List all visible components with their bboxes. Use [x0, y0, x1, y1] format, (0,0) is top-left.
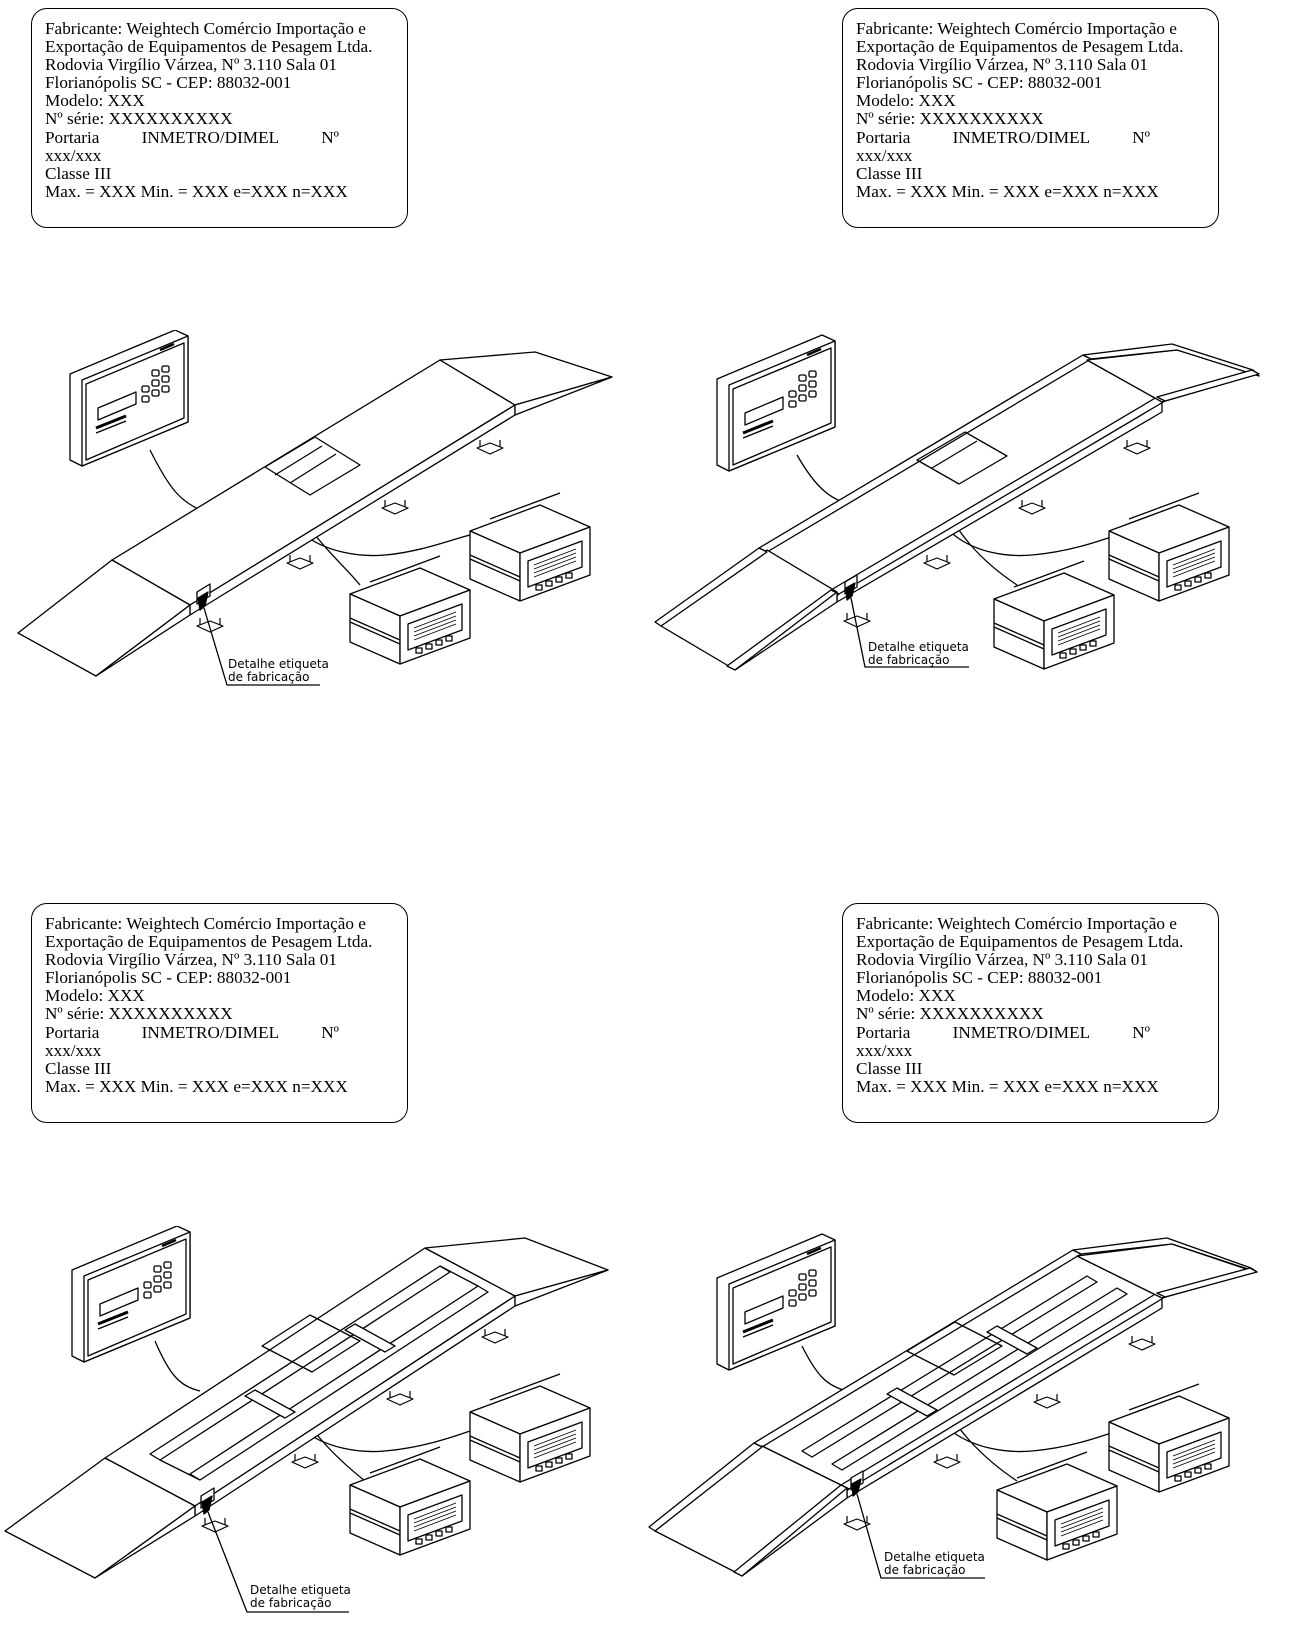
scale-diagram-1: [17, 330, 613, 686]
support-foot: [933, 1453, 961, 1469]
scale-diagram-2: [654, 333, 1260, 671]
label-serial: Nº série: XXXXXXXXXX: [45, 1004, 233, 1024]
label-serial: Nº série: XXXXXXXXXX: [856, 1004, 1044, 1024]
label-portaria-number: xxx/xxx: [856, 145, 913, 165]
label-class: Classe III: [856, 1058, 923, 1078]
label-manufacturer-2: Exportação de Equipamentos de Pesagem Lt…: [45, 37, 373, 57]
label-portaria-number: xxx/xxx: [45, 145, 102, 165]
support-foot: [291, 1453, 319, 1469]
label-portaria-number: xxx/xxx: [856, 1040, 913, 1060]
label-address: Rodovia Virgílio Várzea, Nº 3.110 Sala 0…: [45, 55, 337, 75]
junction-box: [349, 1446, 471, 1556]
platform-center-section: [264, 436, 361, 496]
label-address: Rodovia Virgílio Várzea, Nº 3.110 Sala 0…: [45, 950, 337, 970]
callout-leader: [203, 607, 320, 686]
frame-rail: [149, 1265, 451, 1461]
weighing-indicator: [715, 1232, 837, 1372]
callout-leader: [856, 1493, 985, 1579]
fabrication-label-3: Fabricante: Weightech Comércio Importaçã…: [31, 903, 408, 1123]
label-range: Max. = XXX Min. = XXX e=XXX n=XXX: [856, 181, 1159, 201]
label-portaria-number: xxx/xxx: [45, 1040, 102, 1060]
label-manufacturer: Fabricante: Weightech Comércio Importaçã…: [45, 19, 366, 38]
label-manufacturer: Fabricante: Weightech Comércio Importaçã…: [856, 914, 1177, 933]
label-address: Rodovia Virgílio Várzea, Nº 3.110 Sala 0…: [856, 950, 1148, 970]
label-city: Florianópolis SC - CEP: 88032-001: [45, 73, 292, 93]
cable: [149, 449, 201, 511]
label-range: Max. = XXX Min. = XXX e=XXX n=XXX: [45, 181, 348, 201]
support-foot: [923, 554, 951, 570]
support-foot: [1018, 499, 1046, 515]
support-foot: [481, 1328, 509, 1344]
scale-diagram-4: [648, 1232, 1258, 1579]
fabrication-label-2: Fabricante: Weightech Comércio Importaçã…: [842, 8, 1219, 228]
callout-leader: [850, 597, 969, 668]
junction-box: [1108, 492, 1230, 602]
label-serial: Nº série: XXXXXXXXXX: [856, 109, 1044, 129]
label-model: Modelo: XXX: [856, 986, 956, 1006]
support-foot: [381, 499, 409, 515]
label-model: Modelo: XXX: [856, 91, 956, 111]
support-foot: [476, 439, 504, 455]
label-range: Max. = XXX Min. = XXX e=XXX n=XXX: [856, 1076, 1159, 1096]
fabrication-label-4: Fabricante: Weightech Comércio Importaçã…: [842, 903, 1219, 1123]
label-manufacturer-2: Exportação de Equipamentos de Pesagem Lt…: [856, 37, 1184, 57]
label-class: Classe III: [856, 163, 923, 183]
junction-box: [993, 560, 1115, 670]
junction-box: [469, 492, 591, 602]
label-model: Modelo: XXX: [45, 91, 145, 111]
junction-box: [349, 555, 471, 665]
label-manufacturer-2: Exportação de Equipamentos de Pesagem Lt…: [45, 932, 373, 952]
junction-box: [469, 1373, 591, 1483]
label-range: Max. = XXX Min. = XXX e=XXX n=XXX: [45, 1076, 348, 1096]
callout-leader: [207, 1511, 349, 1613]
label-manufacturer: Fabricante: Weightech Comércio Importaçã…: [856, 19, 1177, 38]
support-foot: [386, 1390, 414, 1406]
support-foot: [1033, 1393, 1061, 1409]
label-class: Classe III: [45, 163, 112, 183]
weighing-indicator: [715, 333, 837, 473]
label-city: Florianópolis SC - CEP: 88032-001: [45, 968, 292, 988]
label-manufacturer-2: Exportação de Equipamentos de Pesagem Lt…: [856, 932, 1184, 952]
label-class: Classe III: [45, 1058, 112, 1078]
label-serial: Nº série: XXXXXXXXXX: [45, 109, 233, 129]
label-address: Rodovia Virgílio Várzea, Nº 3.110 Sala 0…: [856, 55, 1148, 75]
support-foot: [1128, 1335, 1156, 1351]
label-manufacturer: Fabricante: Weightech Comércio Importaçã…: [45, 914, 366, 933]
label-city: Florianópolis SC - CEP: 88032-001: [856, 968, 1103, 988]
weighing-indicator: [70, 1226, 192, 1364]
fabrication-label-1: Fabricante: Weightech Comércio Importaçã…: [31, 8, 408, 228]
label-model: Modelo: XXX: [45, 986, 145, 1006]
support-foot: [1123, 439, 1151, 455]
junction-box: [996, 1451, 1118, 1561]
junction-box: [1108, 1383, 1230, 1493]
support-foot: [286, 554, 314, 570]
label-city: Florianópolis SC - CEP: 88032-001: [856, 73, 1103, 93]
scale-diagram-3: [4, 1226, 609, 1613]
weighing-indicator: [68, 330, 190, 468]
